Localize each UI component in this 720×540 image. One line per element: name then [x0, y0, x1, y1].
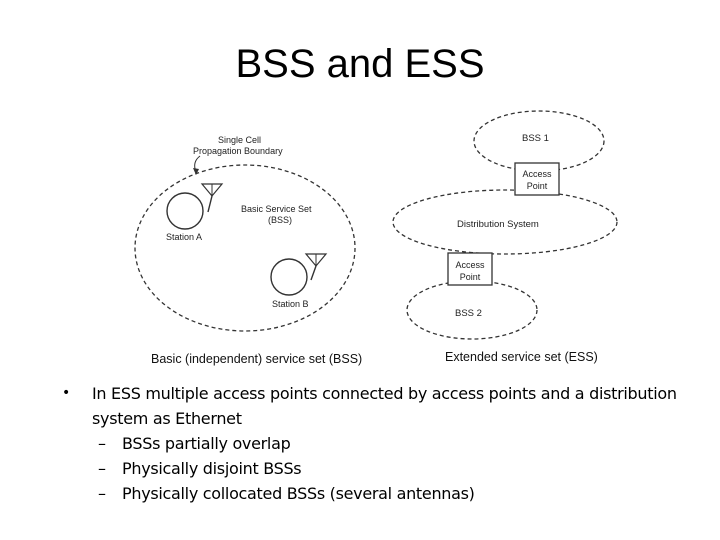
sub-bullet-text: Physically collocated BSSs (several ante… [122, 484, 475, 503]
sub-bullet-dash: – [98, 459, 106, 478]
ap2-label-line2: Point [460, 272, 481, 282]
bss2-cell [406, 280, 538, 340]
propagation-boundary [134, 164, 356, 332]
bss-diagram: Single Cell Propagation Boundary Station… [134, 135, 356, 332]
ess-caption: Extended service set (ESS) [445, 350, 598, 364]
sub-bullet-text: Physically disjoint BSSs [122, 459, 302, 478]
bullet-list: • In ESS multiple access points connecte… [62, 381, 682, 506]
sub-bullet-item: –BSSs partially overlap [98, 431, 682, 456]
bss-label-line1: Basic Service Set [241, 204, 312, 214]
bss2-label: BSS 2 [455, 308, 482, 319]
sub-bullet-dash: – [98, 484, 106, 503]
station-b-icon [270, 258, 308, 296]
bullet-item: • In ESS multiple access points connecte… [62, 381, 682, 431]
distribution-label: Distribution System [457, 219, 539, 230]
distribution-system [392, 189, 618, 255]
bss-label-line2: (BSS) [268, 215, 292, 225]
station-a-label: Station A [166, 232, 202, 242]
antenna-b-icon [304, 253, 328, 281]
station-b-label: Station B [272, 299, 309, 309]
bss1-label: BSS 1 [522, 133, 549, 144]
ap1-label-line2: Point [527, 181, 548, 191]
ap2-label-line1: Access [455, 260, 485, 270]
antenna-a-icon [200, 183, 224, 213]
access-point-1: Access Point [514, 162, 560, 196]
sub-bullet-item: –Physically collocated BSSs (several ant… [98, 481, 682, 506]
boundary-label-line1: Single Cell [218, 135, 261, 145]
sub-bullet-list: –BSSs partially overlap –Physically disj… [62, 431, 682, 506]
ess-diagram: BSS 1 Distribution System BSS 2 Access P… [392, 110, 618, 340]
bullet-mark: • [62, 385, 70, 401]
access-point-2: Access Point [447, 252, 493, 286]
sub-bullet-dash: – [98, 434, 106, 453]
bss-caption: Basic (independent) service set (BSS) [151, 352, 363, 366]
slide-title: BSS and ESS [235, 42, 485, 86]
ap1-label-line1: Access [522, 169, 552, 179]
station-a-icon [166, 192, 204, 230]
boundary-label-line2: Propagation Boundary [193, 146, 283, 156]
bullet-text: In ESS multiple access points connected … [92, 384, 677, 428]
arrow-head [193, 168, 199, 175]
sub-bullet-text: BSSs partially overlap [122, 434, 291, 453]
sub-bullet-item: –Physically disjoint BSSs [98, 456, 682, 481]
